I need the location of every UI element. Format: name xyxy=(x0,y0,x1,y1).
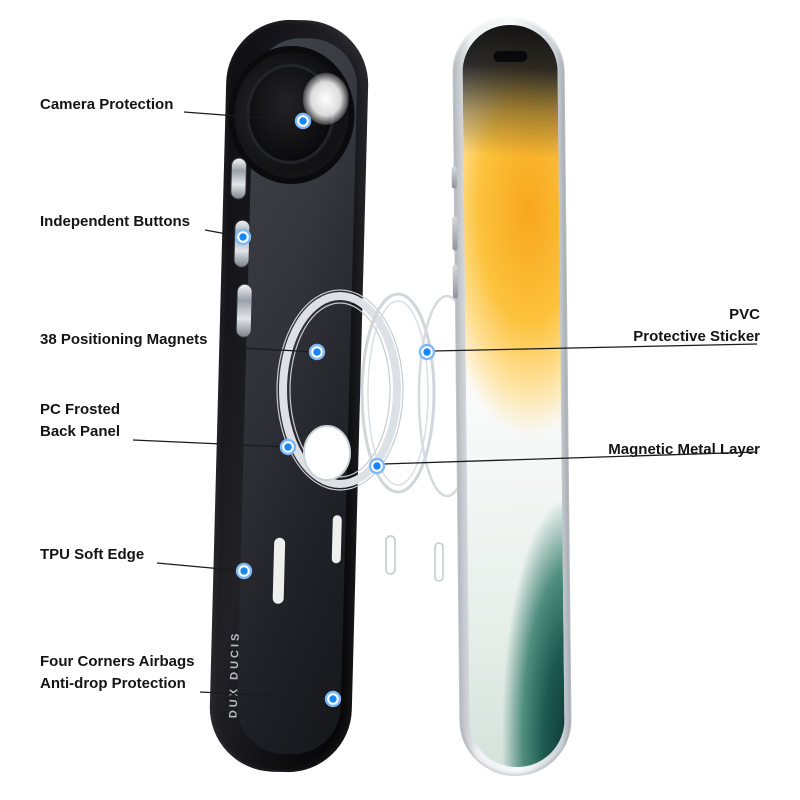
callout-label: 38 Positioning Magnets xyxy=(40,331,208,348)
magsafe-ring-outer-edge xyxy=(276,289,404,491)
callout-dot xyxy=(235,562,253,580)
alignment-circle xyxy=(303,425,351,481)
leader-line xyxy=(382,451,758,465)
leader-lines xyxy=(132,111,758,700)
leader-line xyxy=(183,111,304,122)
magnetic-metal-ring xyxy=(360,292,436,494)
callout-label: PVC xyxy=(729,306,760,323)
leader-line xyxy=(199,691,334,700)
callout-dot xyxy=(368,457,386,475)
alignment-tab xyxy=(385,535,396,575)
callout-pvc-protective-sticker: PVC Protective Sticker xyxy=(633,304,760,348)
callout-tpu-soft-edge: TPU Soft Edge xyxy=(40,544,144,566)
callout-dot xyxy=(324,690,342,708)
callout-dot xyxy=(294,112,312,130)
magnetic-metal-ring-inner xyxy=(367,300,429,486)
leader-line xyxy=(432,343,758,352)
callout-dot xyxy=(279,438,297,456)
callout-positioning-magnets: 38 Positioning Magnets xyxy=(40,329,208,351)
callout-label: Back Panel xyxy=(40,423,121,440)
leader-line xyxy=(156,562,245,572)
magsafe-ring-on-case xyxy=(279,292,401,488)
callout-dot xyxy=(308,343,326,361)
leader-line xyxy=(221,346,318,353)
callout-dots xyxy=(234,112,436,708)
callout-label: TPU Soft Edge xyxy=(40,546,145,563)
callout-four-corners-airbags: Four Corners Airbags Anti-drop Protectio… xyxy=(40,651,194,695)
callout-independent-buttons: Independent Buttons xyxy=(40,211,190,233)
callout-pc-frosted-back-panel: PC Frosted Back Panel xyxy=(40,399,120,443)
callout-dot xyxy=(418,343,436,361)
alignment-tab xyxy=(434,542,444,582)
leader-line xyxy=(132,439,289,448)
callout-camera-protection: Camera Protection xyxy=(40,94,173,116)
callout-label: Independent Buttons xyxy=(40,213,190,230)
callout-label: Four Corners Airbags xyxy=(40,653,195,670)
callout-dot xyxy=(234,228,252,246)
callout-label: Camera Protection xyxy=(40,96,174,113)
magsafe-ring-inner-edge xyxy=(289,302,391,478)
callout-label: Protective Sticker xyxy=(633,328,760,345)
callout-label: Anti-drop Protection xyxy=(40,675,186,692)
callout-label: PC Frosted xyxy=(40,401,121,418)
